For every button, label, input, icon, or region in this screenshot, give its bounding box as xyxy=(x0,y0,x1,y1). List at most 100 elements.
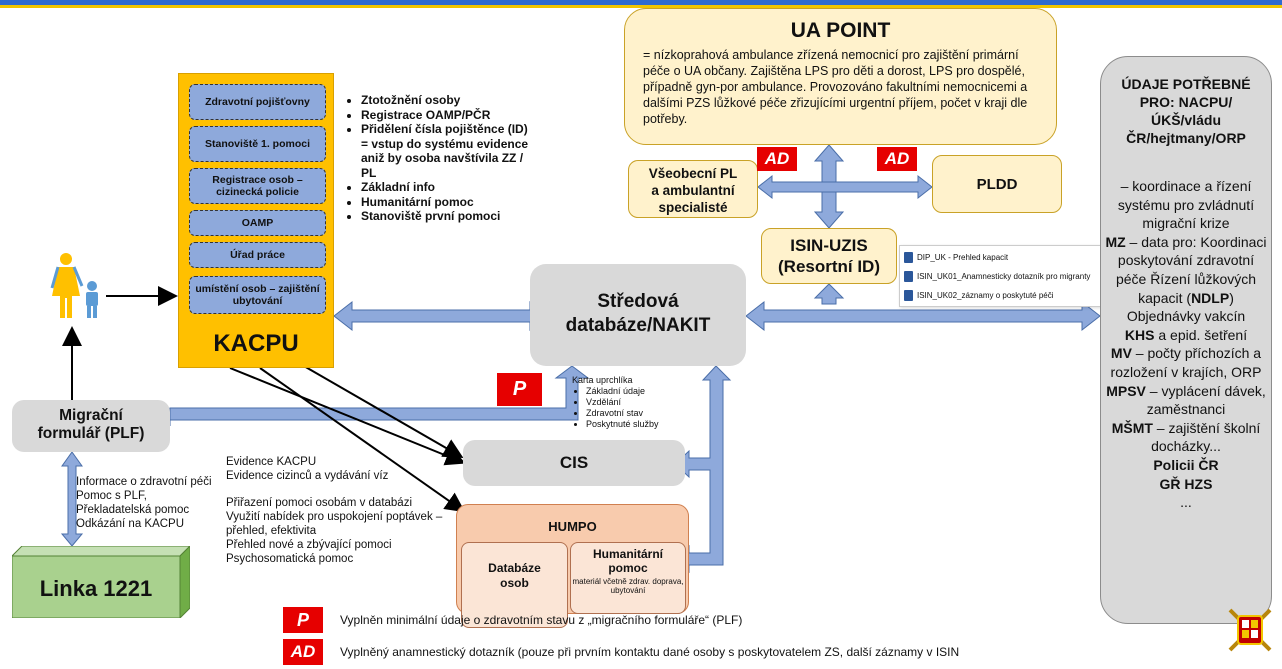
ua-point-title: UA POINT xyxy=(790,19,891,42)
udaje-khs-label: KHS xyxy=(1124,326,1155,343)
document-icon xyxy=(904,251,913,263)
prir-line: Psychosomatická pomoc xyxy=(226,553,354,565)
kacpu-item: Zdravotní pojišťovny xyxy=(189,84,326,120)
legend-ad-text: Vyplněný anamnestický dotazník (pouze př… xyxy=(340,645,960,659)
isin-line-2: (Resortní ID) xyxy=(778,257,880,276)
bullet-item: Základní info xyxy=(361,180,533,195)
block-arrow-vseob-pldd xyxy=(757,174,933,200)
ad-badge-right: AD xyxy=(877,147,917,171)
info-line: Odkázání na KACPU xyxy=(76,518,185,530)
karta-title: Karta uprchlíka xyxy=(572,375,633,385)
udaje-mpsv-label: MPSV xyxy=(1106,382,1146,399)
evid-line: Evidence KACPU xyxy=(226,456,317,468)
udaje-msmt-text: – zajištění školní docházky... xyxy=(1151,419,1261,455)
block-arrow-isin-line xyxy=(813,283,845,305)
evid-line: Evidence cizinců a vydávání víz xyxy=(226,470,389,482)
legend-ad-badge: AD xyxy=(283,639,323,665)
udaje-mv-label: MV xyxy=(1110,345,1132,362)
udaje-mz-text2: ) Objednávky vakcín xyxy=(1126,289,1246,325)
legend-p-badge: P xyxy=(283,607,323,633)
kacpu-bullet-list: Ztotožnění osoby Registrace OAMP/PČR Při… xyxy=(343,93,533,224)
humpo-db-line-2: osob xyxy=(500,576,529,590)
document-icon xyxy=(904,270,913,282)
file-item[interactable]: DIP_UK - Prehled kapacit xyxy=(904,248,1008,266)
block-arrow-stred-cis-humpo xyxy=(674,365,732,574)
arrow-kacpu-cis-1 xyxy=(229,367,466,466)
migr-line-2: formulář (PLF) xyxy=(37,425,145,442)
udaje-mz-label: MZ xyxy=(1105,233,1126,250)
vseob-line-3: specialisté xyxy=(658,200,728,215)
document-icon xyxy=(904,289,913,301)
udaje-khs-text: a epid. šetření xyxy=(1154,326,1248,343)
udaje-ellipsis: ... xyxy=(1180,494,1192,511)
vseobecni-pl-box: Všeobecní PL a ambulantní specialisté xyxy=(628,160,758,218)
udaje-potrebne-panel: ÚDAJE POTŘEBNÉ PRO: NACPU/ÚKŠ/vládu ČR/h… xyxy=(1100,56,1272,624)
udaje-policie-label: Policii ČR xyxy=(1153,456,1219,473)
prir-line: Využití nabídek pro uspokojení poptávek … xyxy=(226,511,443,537)
cis-box: CIS xyxy=(463,440,685,486)
karta-item: Zdravotní stav xyxy=(586,408,722,419)
udaje-ndlp: NDLP xyxy=(1191,289,1230,306)
block-arrow-kacpu-stred xyxy=(333,300,549,332)
karta-uprchlika: Karta uprchlíka Základní údaje Vzdělání … xyxy=(572,375,722,430)
udaje-mv: MV – počty příchozích a rozložení v kraj… xyxy=(1105,344,1267,381)
file-item[interactable]: ISIN_UK01_Anamnesticky dotazník pro migr… xyxy=(904,267,1090,285)
kacpu-title: KACPU xyxy=(213,330,299,357)
ua-point-description: = nízkoprahová ambulance zřízená nemocni… xyxy=(643,48,1028,126)
udaje-body: – koordinace a řízení systému pro zvládn… xyxy=(1105,177,1267,512)
karta-item: Vzdělání xyxy=(586,397,722,408)
info-line: Pomoc s PLF, xyxy=(76,490,147,502)
arrow-kacpu-cis-2 xyxy=(289,357,464,458)
udaje-coord: – koordinace a řízení systému pro zvládn… xyxy=(1117,178,1255,232)
udaje-msmt: MŠMT – zajištění školní docházky... xyxy=(1105,419,1267,456)
udaje-header: ÚDAJE POTŘEBNÉ PRO: NACPU/ÚKŠ/vládu ČR/h… xyxy=(1121,76,1251,146)
file-item[interactable]: ISIN_UK02_záznamy o poskytuté péči xyxy=(904,286,1054,304)
humanitarni-pomoc-box: Humanitární pomoc materiál včetně zdrav.… xyxy=(570,542,686,614)
linka-1221-box: Linka 1221 xyxy=(12,546,190,618)
info-line: Překladatelská pomoc xyxy=(76,504,190,516)
bullet-item: Registrace OAMP/PČR xyxy=(361,108,533,123)
stredova-databaze-box: Středová databáze/NAKIT xyxy=(530,264,746,366)
prirazeni-text: Přiřazení pomoci osobám v databázi Využi… xyxy=(226,496,456,566)
databaze-osob-box: Databáze osob xyxy=(461,542,568,628)
bullet-item: Ztotožnění osoby xyxy=(361,93,533,108)
kacpu-item: umístění osob – zajištění ubytování xyxy=(189,276,326,314)
bullet-item: Stanoviště první pomoci xyxy=(361,209,533,224)
arrow-kacpu-humpo xyxy=(259,367,466,513)
humpo-hp-note: materiál včetně zdrav. doprava, ubytován… xyxy=(572,577,684,595)
file-list: DIP_UK - Prehled kapacit ISIN_UK01_Anamn… xyxy=(899,245,1105,307)
prir-line: Přiřazení pomoci osobám v databázi xyxy=(226,497,413,509)
humpo-db-line-1: Databáze xyxy=(488,561,541,575)
ad-badge-left: AD xyxy=(757,147,797,171)
udaje-mpsv-text: – vyplácení dávek, zaměstnanci xyxy=(1145,382,1266,418)
udaje-mpsv: MPSV – vyplácení dávek, zaměstnanci xyxy=(1105,382,1267,419)
file-name: ISIN_UK02_záznamy o poskytuté péči xyxy=(917,290,1054,300)
udaje-mv-text: – počty příchozích a rozložení v krajích… xyxy=(1110,345,1262,380)
hzs-emblem-icon xyxy=(1228,608,1272,652)
kacpu-item: Registrace osob – cizinecká policie xyxy=(189,168,326,204)
migracni-formular-box: Migrační formulář (PLF) xyxy=(12,400,170,452)
pldd-box: PLDD xyxy=(932,155,1062,213)
udaje-policie: Policii ČR xyxy=(1105,456,1267,475)
p-badge: P xyxy=(497,373,542,406)
top-stripe xyxy=(0,0,1282,8)
kacpu-item: Stanoviště 1. pomoci xyxy=(189,126,326,162)
file-name: ISIN_UK01_Anamnesticky dotazník pro migr… xyxy=(917,271,1091,281)
info-text: Informace o zdravotní péči Pomoc s PLF, … xyxy=(76,475,226,531)
humpo-title: HUMPO xyxy=(548,519,597,534)
file-name: DIP_UK - Prehled kapacit xyxy=(917,252,1009,262)
kacpu-item: OAMP xyxy=(189,210,326,236)
isin-line-1: ISIN-UZIS xyxy=(790,236,868,255)
family-icon xyxy=(50,253,98,318)
udaje-msmt-label: MŠMT xyxy=(1111,419,1153,436)
udaje-ghzs-label: GŘ HZS xyxy=(1159,475,1213,492)
humpo-hp-line-2: pomoc xyxy=(608,561,648,575)
linka-label: Linka 1221 xyxy=(40,576,153,601)
bullet-item: Humanitární pomoc xyxy=(361,195,533,210)
udaje-ghzs: GŘ HZS xyxy=(1105,475,1267,494)
migr-line-1: Migrační xyxy=(59,407,123,424)
stred-line-2: databáze/NAKIT xyxy=(565,315,711,336)
evidence-text: Evidence KACPU Evidence cizinců a vydává… xyxy=(226,455,456,483)
bullet-item: Přidělení čísla pojištěnce (ID) = vstup … xyxy=(361,122,533,180)
